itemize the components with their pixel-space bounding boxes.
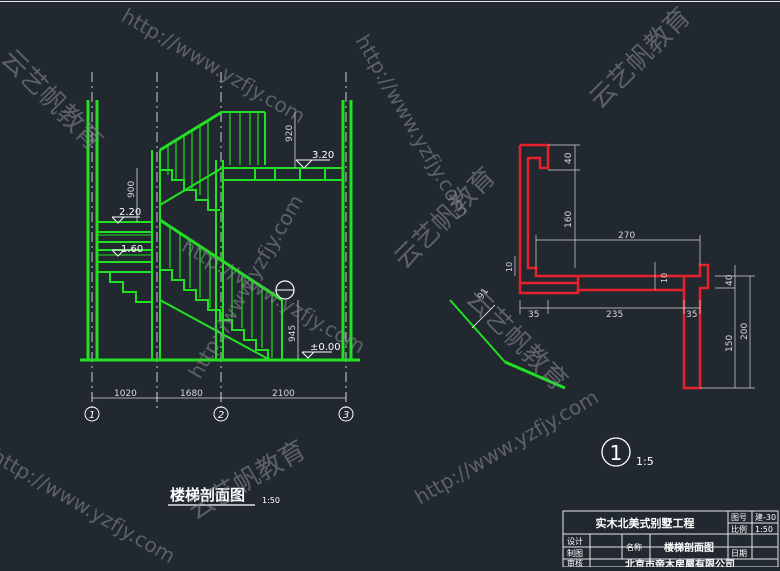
detail-callout-circle [601, 437, 631, 467]
dim-10-right: 10 [660, 273, 669, 283]
tb-scale-value: 1:50 [755, 525, 773, 534]
watermark-url: http://www.yzfjy.com [118, 4, 310, 129]
axis-label-2: 2 [218, 410, 224, 421]
tb-name-label: 名称 [626, 542, 642, 552]
axis-center-lines [91, 72, 347, 408]
tb-drawing-name: 楼梯剖面图 [664, 541, 714, 554]
dim-235: 235 [606, 310, 623, 320]
dim-35-left: 35 [528, 310, 539, 320]
dim-35-right: 35 [686, 310, 697, 320]
level-0-00: ±0.00 [310, 342, 341, 353]
tb-check-label: 审核 [567, 558, 583, 567]
watermark-brand: 云艺帆教育 [460, 284, 573, 397]
title-block: 实木北美式别墅工程 设计 制图 审核 名称 楼梯剖面图 图号 建-30 比例 1… [562, 510, 779, 571]
height-920: 920 [285, 125, 295, 142]
height-945: 945 [288, 325, 298, 342]
dim-200: 200 [740, 323, 750, 340]
vertical-dimension-lines [136, 112, 299, 360]
watermark-url: http://www.yzfjy.com [411, 385, 603, 510]
tb-scale-label: 比例 [731, 524, 747, 534]
tb-company: 北京市帝木房屋有限公司 [625, 558, 735, 567]
stair-structure [80, 100, 360, 362]
tb-sheet-label: 图号 [731, 513, 747, 522]
tb-date-label: 日期 [731, 549, 747, 558]
detail-callout-number: 1 [610, 441, 623, 465]
detail-dimension-lines [514, 144, 755, 389]
axis-bubbles [84, 406, 354, 422]
dim-160: 160 [564, 211, 574, 228]
span-1020: 1020 [114, 389, 137, 399]
axis-label-3: 3 [343, 410, 349, 421]
section-title: 楼梯剖面图 [170, 486, 245, 504]
height-900: 900 [127, 181, 137, 198]
section-title-scale: 1:50 [262, 496, 280, 505]
watermark-url: http://www.yzfjy.com [0, 444, 180, 567]
dim-150: 150 [725, 335, 735, 352]
span-1680: 1680 [180, 389, 203, 399]
tb-draw-label: 制图 [567, 548, 583, 558]
watermark-brand: 云艺帆教育 [584, 2, 697, 115]
tb-sheet-value: 建-30 [755, 512, 776, 522]
stringer-slope [449, 299, 506, 363]
detail-callout-scale: 1:5 [636, 455, 654, 468]
level-1-60: 1.60 [121, 244, 143, 255]
dim-10-left: 10 [505, 262, 514, 272]
level-2-20: 2.20 [119, 207, 141, 218]
span-dimension-lines [91, 392, 347, 402]
watermark-url: http://www.yzfjy.com [184, 190, 309, 382]
tb-project: 实木北美式别墅工程 [596, 516, 695, 530]
stair-section: 3.20 2.20 1.60 ±0.00 920 900 945 1020 16… [80, 72, 360, 506]
tread-detail: 91 40 [449, 143, 755, 468]
axis-label-1: 1 [89, 410, 95, 421]
watermark-brand: 云艺帆教育 [184, 435, 312, 526]
dim-270: 270 [618, 231, 635, 241]
level-markers [111, 159, 332, 359]
dim-40-right: 40 [725, 274, 735, 286]
dim-40-top: 40 [564, 152, 574, 164]
level-3-20: 3.20 [312, 150, 334, 161]
tb-design-label: 设计 [567, 536, 583, 546]
span-2100: 2100 [272, 389, 295, 399]
